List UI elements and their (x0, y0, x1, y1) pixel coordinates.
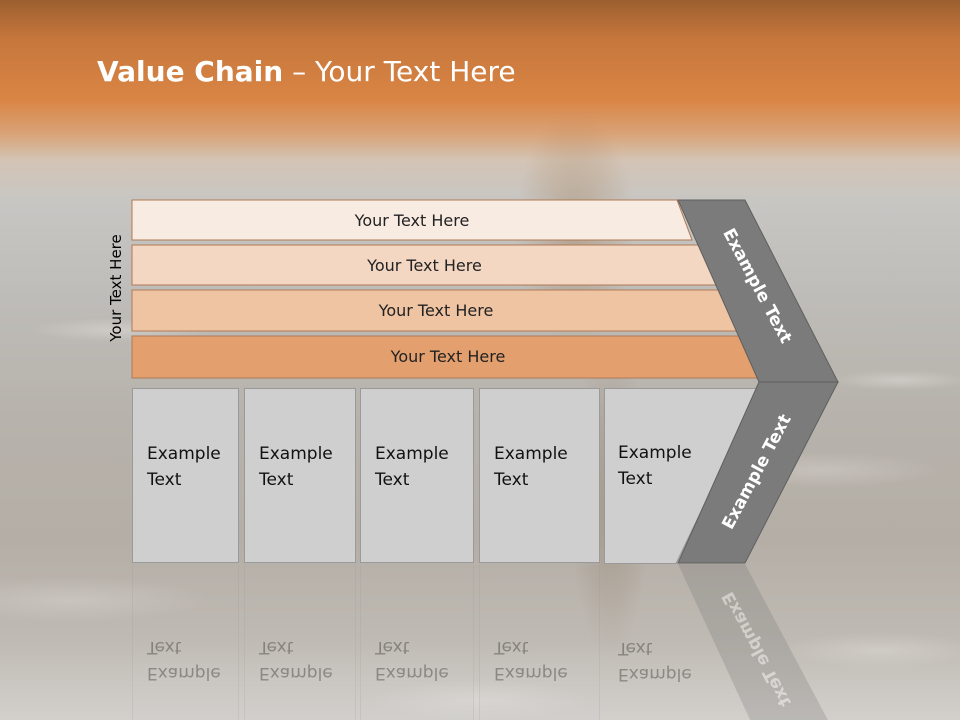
column-5-shape (604, 388, 761, 564)
band-row-4[interactable]: Your Text Here (131, 335, 765, 379)
title-bold: Value Chain (97, 55, 284, 88)
band-4-label: Your Text Here (390, 346, 506, 366)
band-1-shape (131, 199, 693, 241)
column-4-line2: Text (494, 470, 529, 490)
column-2-line1: Example (259, 444, 333, 464)
column-1[interactable]: Example Text (132, 388, 239, 563)
column-1-line2: Text (147, 470, 182, 490)
title-rest: – Your Text Here (283, 55, 516, 88)
band-2-label: Your Text Here (367, 255, 482, 275)
column-3-line1: Example (375, 444, 449, 464)
column-2-line2: Text (259, 470, 294, 490)
column-5[interactable]: Example Text (604, 388, 764, 568)
band-row-2[interactable]: Your Text Here (131, 244, 718, 286)
band-1-label: Your Text Here (354, 210, 470, 230)
column-3[interactable]: Example Text (360, 388, 474, 563)
column-3-line2: Text (375, 470, 410, 490)
chevron-lower-arm (677, 381, 839, 564)
column-1-line1: Example (147, 444, 221, 464)
column-4-line1: Example (494, 444, 568, 464)
band-3-label: Your Text Here (378, 300, 494, 320)
slide-title: Value Chain – Your Text Here (97, 55, 516, 88)
column-5-line1: Example (618, 443, 692, 463)
column-4[interactable]: Example Text (479, 388, 600, 563)
column-5-line2: Text (618, 469, 653, 489)
band-row-1[interactable]: Your Text Here (131, 199, 693, 241)
column-2[interactable]: Example Text (244, 388, 356, 563)
